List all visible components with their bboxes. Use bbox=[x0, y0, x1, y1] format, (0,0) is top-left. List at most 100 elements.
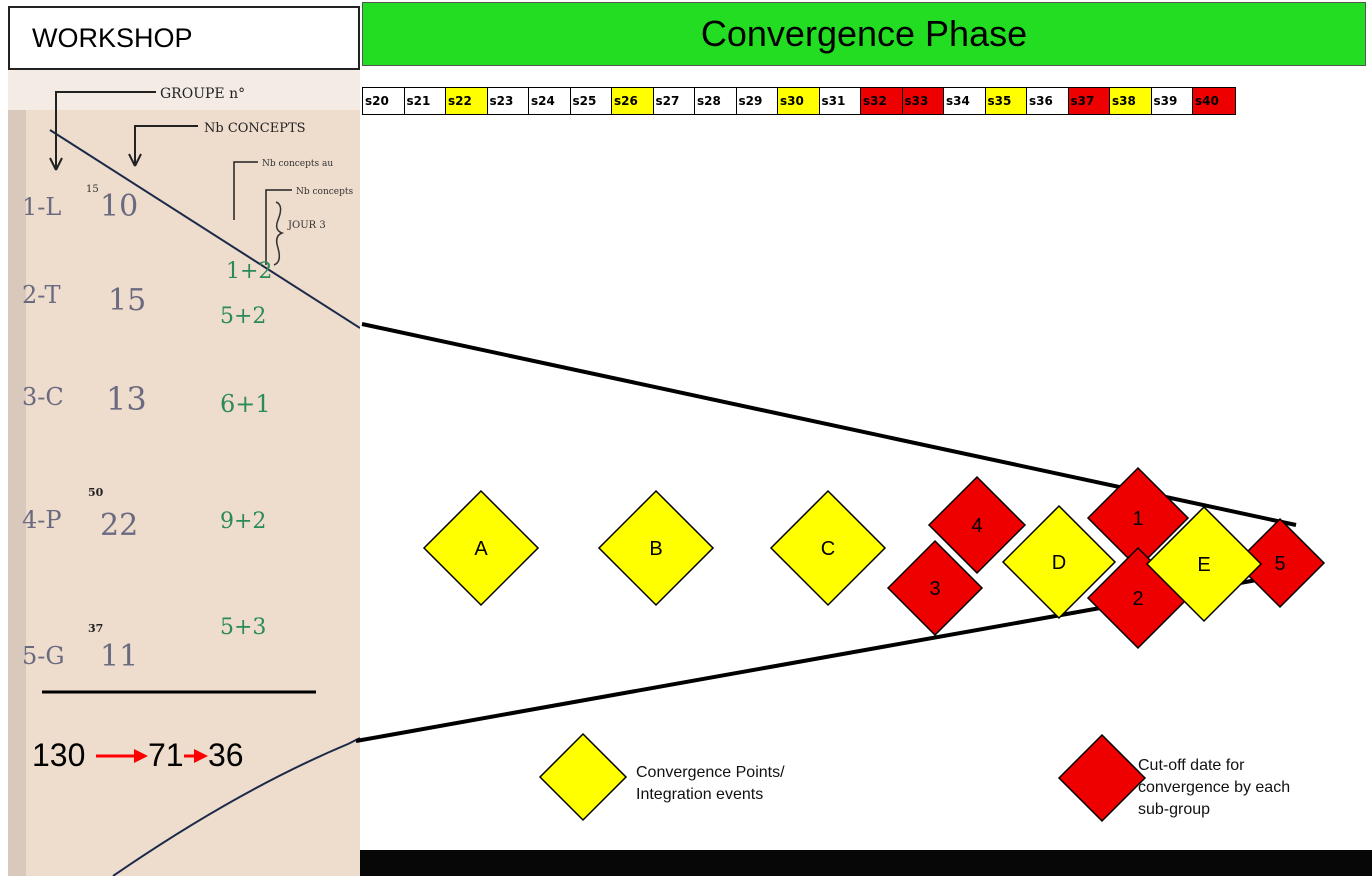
row-5-superscript: 37 bbox=[88, 622, 103, 635]
convergence-diamond-B-label: B bbox=[649, 538, 662, 560]
legend-cutoff-line-3: sub-group bbox=[1138, 801, 1211, 818]
cutoff-diamond-1-label: 1 bbox=[1132, 508, 1143, 530]
cutoff-diamond-3-label: 3 bbox=[929, 578, 940, 600]
sprint-cell-s40: s40 bbox=[1193, 88, 1235, 114]
paper-left-edge bbox=[8, 70, 26, 876]
sprint-cell-s22: s22 bbox=[446, 88, 488, 114]
legend-convergence-line-1: Convergence Points/ bbox=[636, 764, 785, 781]
cutoff-diamond-3: 3 bbox=[886, 539, 984, 637]
sprint-cell-s37: s37 bbox=[1068, 88, 1110, 114]
convergence-diamond-A-label: A bbox=[474, 538, 488, 560]
row-5-group: 5-G bbox=[22, 642, 65, 670]
cutoff-diamond-5-shape bbox=[1234, 517, 1326, 609]
total-arrow-1-head bbox=[134, 749, 148, 763]
whiteboard-drawing: GROUPE n° Nb CONCEPTS Nb concepts au Nb … bbox=[8, 70, 360, 876]
concepts-header: Nb CONCEPTS bbox=[204, 121, 306, 136]
convergence-diamond-C: C bbox=[769, 489, 887, 607]
convergence-diamond-E-shape bbox=[1145, 505, 1263, 623]
cutoff-diamond-5: 5 bbox=[1234, 517, 1326, 609]
row-4-superscript: 50 bbox=[88, 486, 104, 499]
sprint-cell-s25: s25 bbox=[570, 88, 612, 114]
phase-header: Convergence Phase bbox=[362, 2, 1366, 66]
paper-background bbox=[8, 70, 360, 876]
row-2-concepts: 15 bbox=[108, 283, 146, 318]
convergence-diamond-A-shape bbox=[422, 489, 540, 607]
lower-diagonal-line bbox=[112, 737, 360, 876]
sprint-cell-s26: s26 bbox=[612, 88, 654, 114]
row-1-split: 1+2 bbox=[226, 259, 272, 284]
legend-cutoff-line-2: convergence by each bbox=[1138, 779, 1291, 796]
total-middle: 71 bbox=[148, 737, 184, 773]
totals-row: 130 71 36 bbox=[32, 737, 244, 773]
row-5-split: 5+3 bbox=[220, 615, 266, 640]
sprint-cell-s32: s32 bbox=[861, 88, 903, 114]
row-5-concepts: 11 bbox=[100, 639, 138, 674]
groupe-arrow-head bbox=[49, 157, 63, 171]
sprint-cell-s23: s23 bbox=[487, 88, 529, 114]
row-2-group: 2-T bbox=[22, 281, 61, 309]
convergence-diamond-E: E bbox=[1145, 505, 1263, 623]
concepts-bracket bbox=[134, 125, 198, 166]
sprint-cell-s31: s31 bbox=[819, 88, 861, 114]
whiteboard-photo: GROUPE n° Nb CONCEPTS Nb concepts au Nb … bbox=[8, 70, 360, 876]
row-3: 3-C 13 6+1 bbox=[22, 380, 271, 418]
jour-header: JOUR 3 bbox=[287, 220, 326, 231]
row-2-split: 5+2 bbox=[220, 304, 266, 329]
legend-cutoff-line-1: Cut-off date for bbox=[1138, 757, 1245, 774]
row-4-group: 4-P bbox=[22, 506, 62, 534]
cutoff-diamond-4: 4 bbox=[927, 475, 1027, 575]
sprint-cell-s30: s30 bbox=[778, 88, 820, 114]
sprint-cell-s34: s34 bbox=[944, 88, 986, 114]
convergence-diamond-C-label: C bbox=[821, 538, 835, 560]
convergence-diamond-E-label: E bbox=[1197, 554, 1210, 576]
groupe-header: GROUPE n° bbox=[160, 86, 245, 102]
convergence-diamond-C-shape bbox=[769, 489, 887, 607]
note2-bracket bbox=[265, 189, 292, 265]
cutoff-diamond-2-label: 2 bbox=[1132, 588, 1143, 610]
sprint-cell-s29: s29 bbox=[736, 88, 778, 114]
row-5: 5-G 37 11 5+3 bbox=[22, 615, 266, 674]
sprint-cell-s28: s28 bbox=[695, 88, 737, 114]
cutoff-diamond-5-label: 5 bbox=[1274, 553, 1285, 575]
row-1-group: 1-L bbox=[22, 193, 61, 221]
sprint-cell-s38: s38 bbox=[1110, 88, 1152, 114]
convergence-diamond-B: B bbox=[597, 489, 715, 607]
sprint-cell-s36: s36 bbox=[1027, 88, 1069, 114]
diagonal-line bbox=[49, 129, 360, 329]
paper-top-edge bbox=[8, 70, 360, 110]
total-final: 36 bbox=[208, 737, 244, 773]
sprint-cell-s35: s35 bbox=[985, 88, 1027, 114]
convergence-diamond-B-shape bbox=[597, 489, 715, 607]
jour-brace bbox=[273, 201, 285, 266]
row-2: 2-T 15 5+2 bbox=[22, 281, 266, 329]
total-arrow-2-head bbox=[194, 749, 208, 763]
cutoff-diamond-3-shape bbox=[886, 539, 984, 637]
total-initial: 130 bbox=[32, 737, 85, 773]
sprint-cell-s27: s27 bbox=[653, 88, 695, 114]
note2-header: Nb concepts bbox=[296, 187, 353, 197]
workshop-label: WORKSHOP bbox=[8, 6, 360, 70]
note1-bracket bbox=[233, 161, 258, 220]
sprint-cell-s33: s33 bbox=[902, 88, 944, 114]
bottom-bar bbox=[360, 850, 1372, 876]
row-1-concepts: 10 bbox=[100, 189, 138, 224]
row-4: 4-P 50 22 9+2 bbox=[22, 486, 266, 543]
sprint-cell-s20: s20 bbox=[363, 88, 405, 114]
row-1: 1-L 15 10 1+2 bbox=[22, 184, 272, 284]
row-4-concepts: 22 bbox=[100, 508, 138, 543]
sprint-cell-s21: s21 bbox=[404, 88, 446, 114]
legend-cutoff-text: Cut-off date for convergence by each sub… bbox=[1138, 755, 1290, 821]
cutoff-diamond-4-label: 4 bbox=[971, 515, 982, 537]
convergence-diamond-D: D bbox=[1001, 504, 1117, 620]
legend-convergence-text: Convergence Points/ Integration events bbox=[636, 762, 785, 806]
convergence-diamond-A: A bbox=[422, 489, 540, 607]
convergence-diamond-D-shape bbox=[1001, 504, 1117, 620]
row-3-concepts: 13 bbox=[106, 380, 147, 418]
note1-header: Nb concepts au bbox=[262, 159, 333, 169]
legend-convergence-line-2: Integration events bbox=[636, 786, 764, 803]
row-3-group: 3-C bbox=[22, 383, 64, 411]
row-3-split: 6+1 bbox=[220, 390, 271, 418]
